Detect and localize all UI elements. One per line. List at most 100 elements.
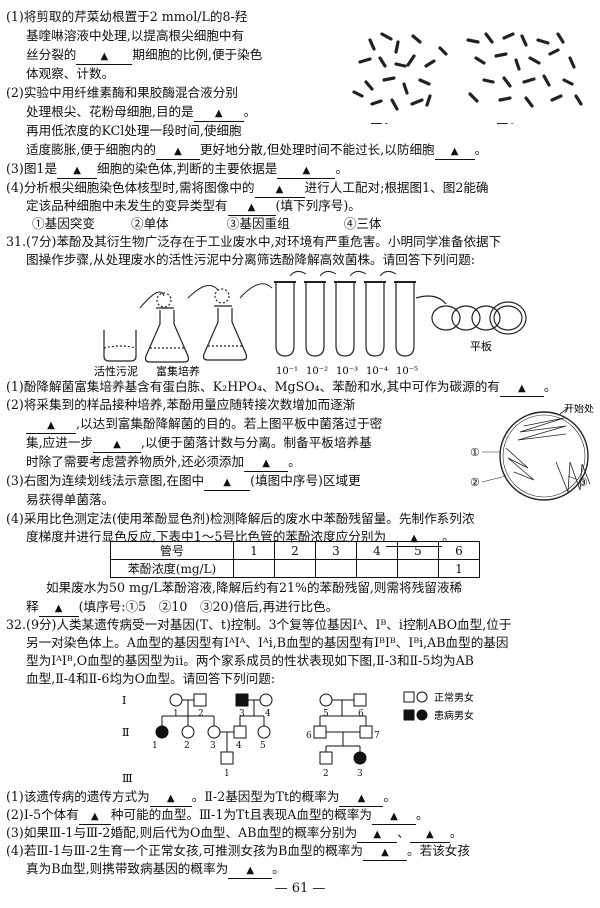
table-cell: 3 bbox=[315, 541, 357, 560]
answer-blank[interactable]: ▲ bbox=[149, 789, 192, 807]
page-number: — 61 — bbox=[274, 881, 326, 896]
zone-3-label: ③ bbox=[578, 476, 588, 489]
q32-header-1: 32.(9分)人类某遗传病受一对基因(T、t)控制。3个复等位基因Iᴬ、Iᴮ、i… bbox=[6, 617, 512, 632]
answer-blank[interactable]: ▲ bbox=[38, 599, 79, 617]
streak-lines bbox=[505, 417, 591, 493]
svg-text:6: 6 bbox=[358, 709, 364, 719]
svg-text:6: 6 bbox=[306, 731, 312, 741]
answer-blank[interactable]: ▲ bbox=[357, 825, 398, 843]
answer-blank[interactable]: ▲ bbox=[371, 807, 416, 825]
answer-blank[interactable]: ▲ bbox=[92, 435, 141, 453]
answer-blank[interactable]: ▲ bbox=[499, 379, 544, 397]
generation-I-label: Ⅰ bbox=[122, 694, 126, 707]
q31-p2c: 集,应进一步▲,以便于菌落计数与分离。制备平板培养基 bbox=[26, 435, 372, 453]
legend-affected-male bbox=[403, 709, 415, 721]
q30-p2a: (2)实验中用纤维素酶和果胶酶混合液分别 bbox=[6, 85, 238, 100]
table-row: 苯酚浓度(mg/L) 1 bbox=[110, 559, 480, 578]
svg-text:1: 1 bbox=[173, 709, 179, 719]
II-6-male bbox=[313, 725, 327, 739]
dilution-label: 10⁻⁵ bbox=[396, 366, 418, 377]
answer-blank[interactable]: ▲ bbox=[409, 825, 450, 843]
chromosome-figures: 图1 图2 bbox=[352, 32, 583, 124]
legend-normal-female bbox=[416, 691, 428, 703]
agar-plates bbox=[415, 295, 527, 335]
answer-blank[interactable]: ▲ bbox=[228, 861, 273, 879]
q31-p4a: (4)采用比色测定法(使用苯酚显色剂)检测降解后的废水中苯酚残留量。先制作系列浓 bbox=[6, 511, 475, 526]
q31-p5a: 如果废水为50 mg/L苯酚溶液,降解后约有21%的苯酚残留,则需将残留液稀 bbox=[46, 580, 463, 595]
table-cell: 2 bbox=[274, 541, 316, 560]
svg-text:4: 4 bbox=[236, 741, 242, 751]
II-7-male bbox=[359, 725, 373, 739]
I-1-female bbox=[169, 693, 183, 707]
answer-blank[interactable]: ▲ bbox=[227, 198, 276, 216]
table-cell bbox=[356, 559, 398, 578]
q32-header-3: 型为IᴬIᴮ,O血型的基因型为ii。两个家系成员的性状表现如下图,Ⅱ-3和Ⅱ-5… bbox=[26, 653, 474, 668]
beaker-icon bbox=[103, 330, 137, 362]
svg-text:2: 2 bbox=[198, 709, 204, 719]
table-cell bbox=[274, 559, 316, 578]
answer-blank[interactable]: ▲ bbox=[26, 416, 76, 434]
q31-p1: (1)酚降解菌富集培养基含有蛋白胨、K₂HPO₄、MgSO₄、苯酚和水,其中可作… bbox=[6, 379, 557, 397]
answer-blank[interactable]: ▲ bbox=[244, 454, 289, 472]
answer-blank[interactable]: ▲ bbox=[254, 180, 305, 198]
q30-p4a: (4)分析根尖细胞染色体核型时,需将图像中的▲进行人工配对;根据图1、图2能确 bbox=[6, 180, 489, 198]
answer-blank[interactable]: ▲ bbox=[193, 104, 244, 122]
start-label: 开始处 bbox=[564, 404, 594, 415]
q30-p1c: 丝分裂的▲期细胞的比例,便于染色 bbox=[26, 47, 262, 65]
q31-p3b: 易获得单菌落。 bbox=[26, 492, 115, 507]
table-cell: 1 bbox=[438, 559, 480, 578]
svg-text:2: 2 bbox=[184, 741, 190, 751]
q30-p1a: (1)将剪取的芹菜幼根置于2 mmol/L的8-羟 bbox=[6, 9, 248, 24]
svg-text:1: 1 bbox=[152, 741, 158, 751]
dilution-label: 10⁻² bbox=[306, 366, 328, 377]
II-5-female bbox=[257, 725, 271, 739]
svg-text:5: 5 bbox=[323, 709, 329, 719]
plate-label: 平板 bbox=[470, 339, 492, 353]
streak-plate-figure: 开始处 ① ② ③ bbox=[470, 404, 594, 501]
I-3-male-affected bbox=[235, 693, 249, 707]
q30-p1d: 体观察、计数。 bbox=[26, 66, 115, 81]
I-6-male bbox=[353, 693, 367, 707]
dilution-label: 10⁻⁴ bbox=[366, 366, 388, 377]
q32-header-2: 另一对染色体上。A血型的基因型有IᴬIᴬ、Iᴬi,B血型的基因型有IᴮIᴮ、Iᴮ… bbox=[26, 635, 509, 650]
q30-p2b: 处理根尖、花粉母细胞,目的是▲。 bbox=[26, 104, 256, 122]
II-3-female bbox=[207, 725, 221, 739]
q30-p4b: 定该品种细胞中未发生的变异类型有▲(填下列序号)。 bbox=[26, 198, 361, 216]
II-4-male bbox=[233, 725, 247, 739]
svg-text:5: 5 bbox=[260, 741, 266, 751]
answer-blank[interactable]: ▲ bbox=[363, 843, 407, 861]
svg-text:3: 3 bbox=[239, 709, 245, 719]
q30-p2c: 再用低浓度的KCl处理一段时间,使细胞 bbox=[26, 123, 242, 138]
figure-1-label: 图1 bbox=[370, 121, 391, 124]
answer-blank[interactable]: ▲ bbox=[76, 47, 133, 65]
enrichment-flask-icon bbox=[144, 292, 190, 363]
zone-1-label: ① bbox=[470, 446, 480, 459]
answer-blank[interactable]: ▲ bbox=[78, 807, 111, 825]
answer-blank[interactable]: ▲ bbox=[57, 161, 98, 179]
III-2-male bbox=[319, 751, 333, 765]
answer-blank[interactable]: ▲ bbox=[277, 161, 336, 179]
answer-blank[interactable]: ▲ bbox=[204, 473, 251, 491]
q31-p3a: (3)右图为连续划线法示意图,在图中▲(填图中序号)区域更 bbox=[6, 473, 361, 491]
answer-blank[interactable]: ▲ bbox=[339, 789, 384, 807]
enrichment-flask-icon bbox=[202, 288, 248, 361]
table-cell bbox=[315, 559, 357, 578]
q32-p1: (1)该遗传病的遗传方式为▲。Ⅱ-2基因型为Tt的概率为▲。 bbox=[6, 789, 396, 807]
q31-header-1: 31.(7分)苯酚及其衍生物广泛存在于工业废水中,对环境有严重危害。小明同学准备… bbox=[6, 234, 502, 249]
svg-text:2: 2 bbox=[323, 769, 329, 779]
table-header-cell: 管号 bbox=[110, 541, 234, 560]
answer-blank[interactable]: ▲ bbox=[434, 142, 475, 160]
answer-blank[interactable]: ▲ bbox=[155, 142, 200, 160]
chromosome-spread-1 bbox=[352, 32, 448, 111]
table-header-cell: 苯酚浓度(mg/L) bbox=[110, 559, 234, 578]
svg-text:7: 7 bbox=[374, 731, 380, 741]
enrichment-label: 富集培养 bbox=[156, 364, 200, 378]
legend-affected-female bbox=[416, 709, 428, 721]
table-cell: 6 bbox=[438, 541, 480, 560]
III-3-female-affected bbox=[353, 751, 367, 765]
